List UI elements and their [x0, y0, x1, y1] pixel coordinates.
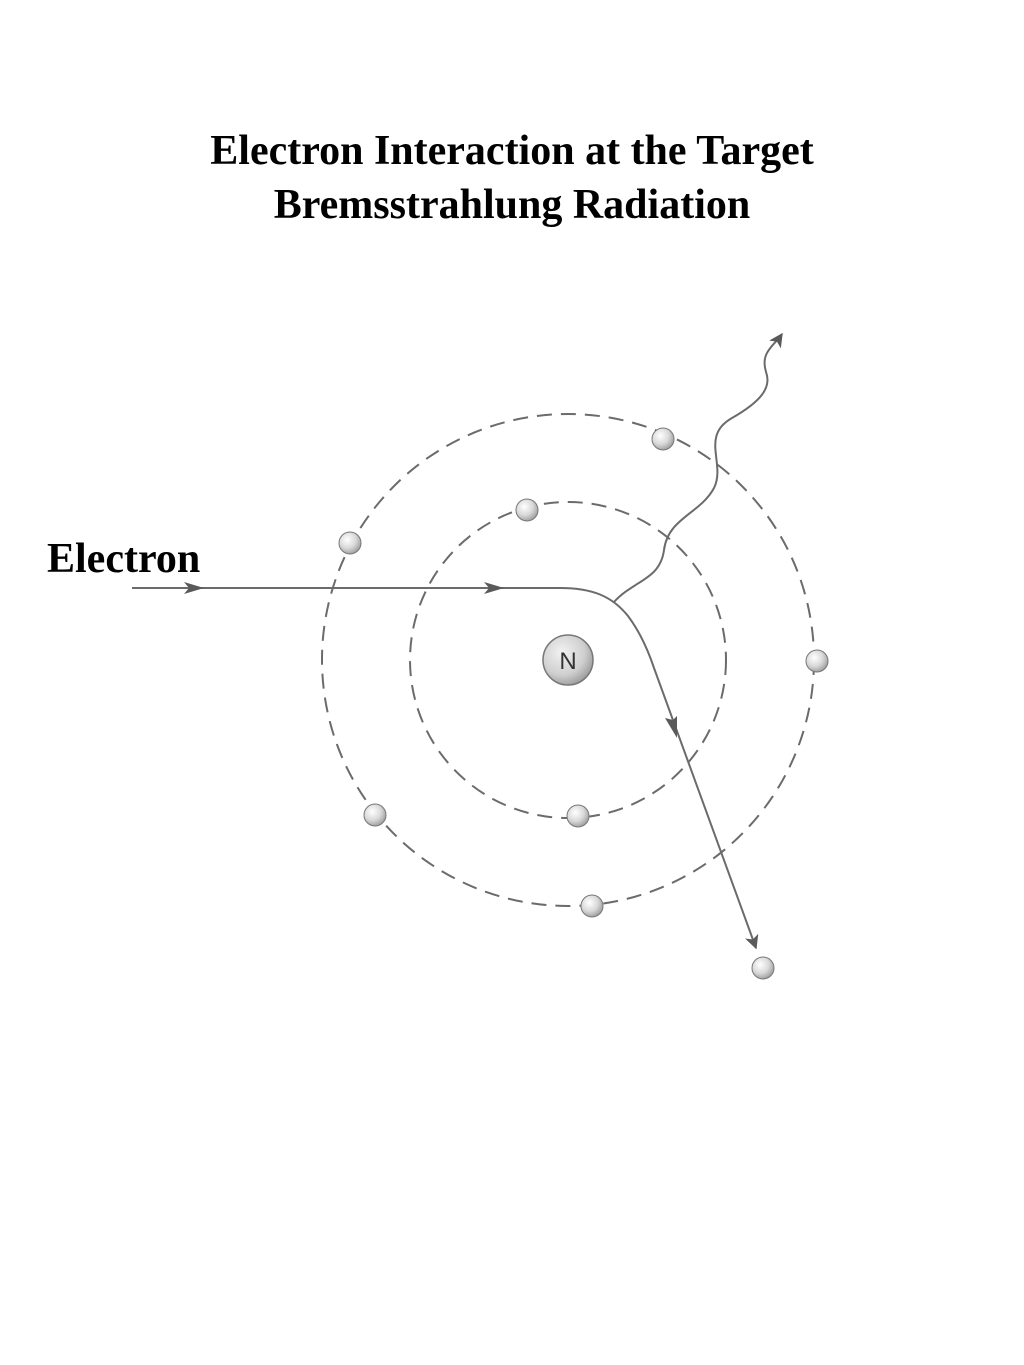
electron-icon	[338, 531, 362, 555]
electron-icon	[805, 649, 829, 673]
path-arrow-2	[484, 582, 504, 594]
scattered-electron-icon	[751, 956, 775, 980]
incident-electron-label: Electron	[47, 536, 201, 582]
electron-icon	[515, 498, 539, 522]
diagram-title: Electron Interaction at the Target	[210, 128, 814, 174]
nucleus-label: N	[559, 648, 576, 675]
electron-icon	[566, 804, 590, 828]
photon-wave	[613, 332, 783, 603]
incident-electron-path	[132, 587, 759, 950]
electron-icon	[580, 894, 604, 918]
nucleus: N	[542, 634, 594, 686]
electron-icon	[363, 803, 387, 827]
path-arrow-1	[184, 582, 204, 594]
path-arrow-3	[665, 716, 677, 738]
electron-icon	[651, 427, 675, 451]
diagram-subtitle: Bremsstrahlung Radiation	[273, 182, 751, 228]
